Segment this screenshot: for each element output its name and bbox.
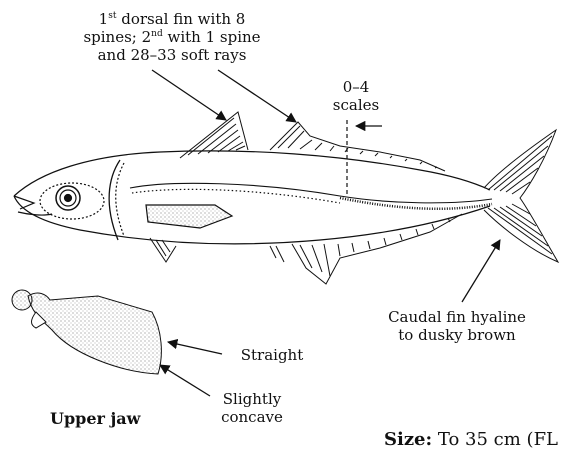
upper-jaw-title: Upper jaw bbox=[50, 410, 140, 428]
arrow-second-dorsal bbox=[218, 70, 296, 122]
dorsal-line3-text: and 28–33 soft rays bbox=[98, 46, 247, 64]
concave-line2: concave bbox=[221, 408, 283, 426]
scales-label: 0–4 scales bbox=[328, 78, 384, 114]
concave-line1: Slightly bbox=[223, 390, 281, 408]
dorsal-line1-text: dorsal fin with 8 bbox=[116, 10, 245, 28]
arrow-first-dorsal bbox=[152, 70, 226, 120]
upper-jaw-drawing bbox=[12, 290, 161, 374]
dorsal-line2-num: spines; 2 bbox=[83, 28, 151, 46]
slightly-concave-label: Slightly concave bbox=[210, 390, 294, 426]
straight-label: Straight bbox=[232, 346, 312, 364]
dorsal-line2-text: with 1 spine bbox=[163, 28, 261, 46]
anal-fin bbox=[270, 214, 462, 284]
scales-word: scales bbox=[333, 96, 379, 114]
caudal-fin bbox=[484, 130, 558, 262]
fish-body bbox=[14, 151, 492, 244]
dorsal-fin-label: 1st dorsal fin with 8 spines; 2nd with 1… bbox=[58, 10, 286, 64]
arrow-concave bbox=[160, 365, 210, 396]
size-value: To 35 cm (FL bbox=[432, 429, 558, 450]
arrow-caudal bbox=[462, 240, 500, 302]
second-dorsal-fin bbox=[270, 122, 445, 171]
annotation-arrows bbox=[152, 70, 500, 396]
caudal-line2: to dusky brown bbox=[398, 326, 515, 344]
size-text: Size: To 35 cm (FL bbox=[384, 431, 558, 449]
dorsal-sup-nd: nd bbox=[151, 29, 163, 39]
scales-count: 0–4 bbox=[343, 78, 370, 96]
size-heading: Size: bbox=[384, 429, 432, 450]
caudal-line1: Caudal fin hyaline bbox=[388, 308, 526, 326]
caudal-fin-label: Caudal fin hyaline to dusky brown bbox=[372, 308, 542, 344]
arrow-straight bbox=[168, 342, 222, 354]
dorsal-line1-num: 1 bbox=[99, 10, 109, 28]
